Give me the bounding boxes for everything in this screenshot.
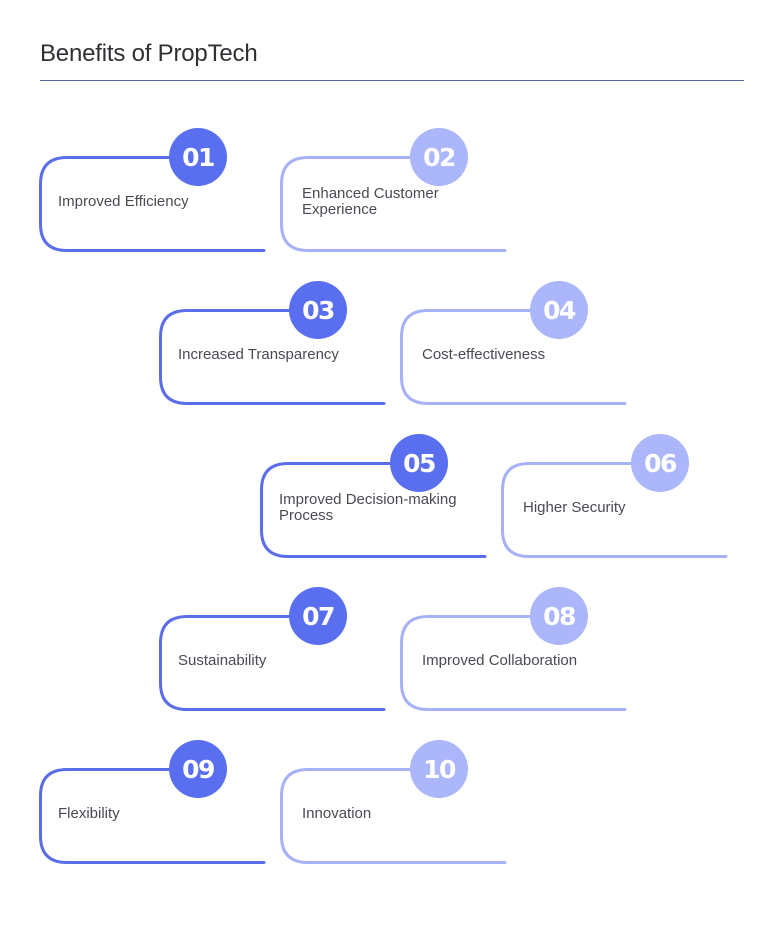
benefit-label: Sustainability bbox=[178, 652, 267, 669]
card-frame bbox=[400, 615, 627, 711]
benefit-label: Increased Transparency bbox=[178, 346, 339, 363]
card-frame bbox=[280, 768, 507, 864]
card-frame bbox=[501, 462, 728, 558]
benefit-number-badge: 09 bbox=[169, 740, 227, 798]
benefit-card-06: 06 Higher Security bbox=[501, 434, 728, 558]
benefit-number-badge: 07 bbox=[289, 587, 347, 645]
benefit-number-badge: 01 bbox=[169, 128, 227, 186]
benefit-card-10: 10 Innovation bbox=[280, 740, 507, 864]
benefit-number-badge: 06 bbox=[631, 434, 689, 492]
benefit-label: Flexibility bbox=[58, 805, 120, 822]
benefit-number-badge: 03 bbox=[289, 281, 347, 339]
card-frame bbox=[400, 309, 627, 405]
benefit-card-07: 07 Sustainability bbox=[159, 587, 386, 711]
page-title: Benefits of PropTech bbox=[40, 40, 258, 67]
benefit-label: Improved Collaboration bbox=[422, 652, 578, 669]
title-divider bbox=[40, 80, 744, 81]
card-frame bbox=[39, 156, 266, 252]
benefit-label: Enhanced Customer Experience bbox=[302, 185, 439, 218]
benefit-number-badge: 02 bbox=[410, 128, 468, 186]
benefit-card-02: 02 Enhanced Customer Experience bbox=[280, 128, 507, 252]
benefit-label: Cost-effectiveness bbox=[422, 346, 546, 363]
card-frame bbox=[39, 768, 266, 864]
benefit-label: Improved Efficiency bbox=[58, 193, 189, 210]
benefit-number-badge: 05 bbox=[390, 434, 448, 492]
benefit-card-04: 04 Cost-effectiveness bbox=[400, 281, 627, 405]
benefit-card-05: 05 Improved Decision-making Process bbox=[260, 434, 487, 558]
benefit-label: Innovation bbox=[302, 805, 372, 822]
benefit-number-badge: 08 bbox=[530, 587, 588, 645]
benefit-label: Improved Decision-making Process bbox=[279, 491, 457, 524]
benefit-number-badge: 04 bbox=[530, 281, 588, 339]
benefit-number-badge: 10 bbox=[410, 740, 468, 798]
card-frame bbox=[159, 615, 386, 711]
benefit-label: Higher Security bbox=[523, 499, 626, 516]
card-frame bbox=[159, 309, 386, 405]
benefit-card-01: 01 Improved Efficiency bbox=[39, 128, 266, 252]
card-frame bbox=[260, 462, 487, 558]
benefit-card-03: 03 Increased Transparency bbox=[159, 281, 386, 405]
benefit-card-08: 08 Improved Collaboration bbox=[400, 587, 627, 711]
card-frame bbox=[280, 156, 507, 252]
benefit-card-09: 09 Flexibility bbox=[39, 740, 266, 864]
